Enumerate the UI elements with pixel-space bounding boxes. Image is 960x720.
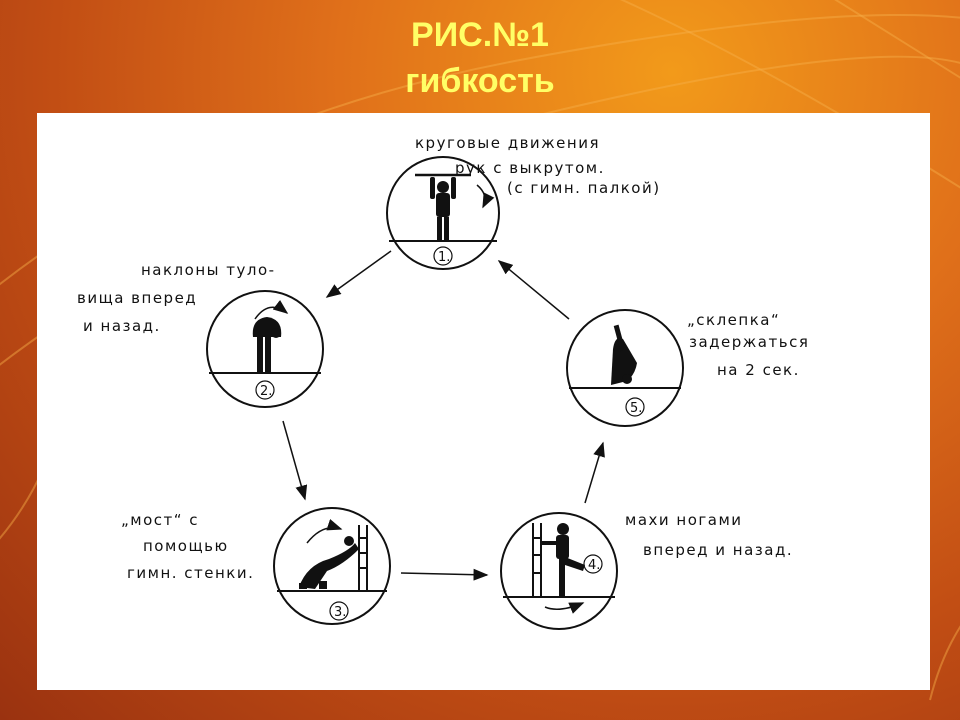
station-1-number: 1. <box>438 250 450 265</box>
station-5-number: 5. <box>630 401 642 416</box>
station-4-figure <box>541 523 585 597</box>
station-4: 4. махи ногами вперед и назад. <box>500 511 793 630</box>
station-3-caption-1: „мост“ с <box>121 511 199 529</box>
station-1-caption-2: рук с выкрутом. <box>455 159 605 177</box>
station-2-number: 2. <box>260 384 272 399</box>
station-2-caption-2: вища вперед <box>77 289 197 307</box>
station-4-circle <box>500 512 618 630</box>
station-3-caption-2: помощью <box>143 537 229 555</box>
station-4-wall-bars <box>532 523 542 597</box>
station-5-caption-1: „склепка“ <box>687 311 780 329</box>
station-4-caption-1: махи ногами <box>625 511 743 529</box>
station-4-number: 4. <box>588 558 600 573</box>
arrow-4-to-5 <box>584 441 605 504</box>
arrow-1-to-2 <box>325 250 392 298</box>
station-5-figure <box>611 324 637 385</box>
station-2-figure <box>252 317 282 373</box>
station-5-caption-2: задержаться <box>689 333 809 351</box>
diagram-panel: 1. круговые движения рук с выкрутом. (с … <box>37 113 930 690</box>
station-3: 3. „мост“ с помощью гимн. стенки. <box>121 507 391 625</box>
station-1-caption-3: (с гимн. палкой) <box>507 179 661 197</box>
station-5-circle <box>566 309 684 427</box>
station-5-caption-3: на 2 сек. <box>717 361 800 379</box>
station-3-circle <box>273 507 391 625</box>
station-2-caption-3: и назад. <box>83 317 161 335</box>
arrow-2-to-3 <box>282 420 308 501</box>
title-line-1: РИС.№1 <box>411 16 549 54</box>
exercise-cycle-diagram: 1. круговые движения рук с выкрутом. (с … <box>77 134 809 630</box>
station-2-caption-1: наклоны туло- <box>141 261 276 279</box>
station-3-caption-3: гимн. стенки. <box>127 564 254 582</box>
station-3-figure <box>299 536 359 589</box>
arrow-3-to-4 <box>400 568 489 581</box>
station-5: 5. „склепка“ задержаться на 2 сек. <box>566 309 809 427</box>
station-1: 1. круговые движения рук с выкрутом. (с … <box>386 134 661 270</box>
station-3-number: 3. <box>334 605 346 620</box>
station-1-caption-1: круговые движения <box>415 134 600 152</box>
station-2-circle <box>206 290 324 408</box>
arrow-5-to-1 <box>497 260 570 320</box>
station-3-wall-bars <box>358 525 368 591</box>
station-1-circle <box>386 156 500 270</box>
title-line-2: гибкость <box>405 62 555 100</box>
station-4-caption-2: вперед и назад. <box>643 541 793 559</box>
slide-title: РИС.№1 гибкость <box>0 12 960 104</box>
station-1-figure <box>415 173 471 241</box>
station-2: 2. наклоны туло- вища вперед и назад. <box>77 261 324 408</box>
